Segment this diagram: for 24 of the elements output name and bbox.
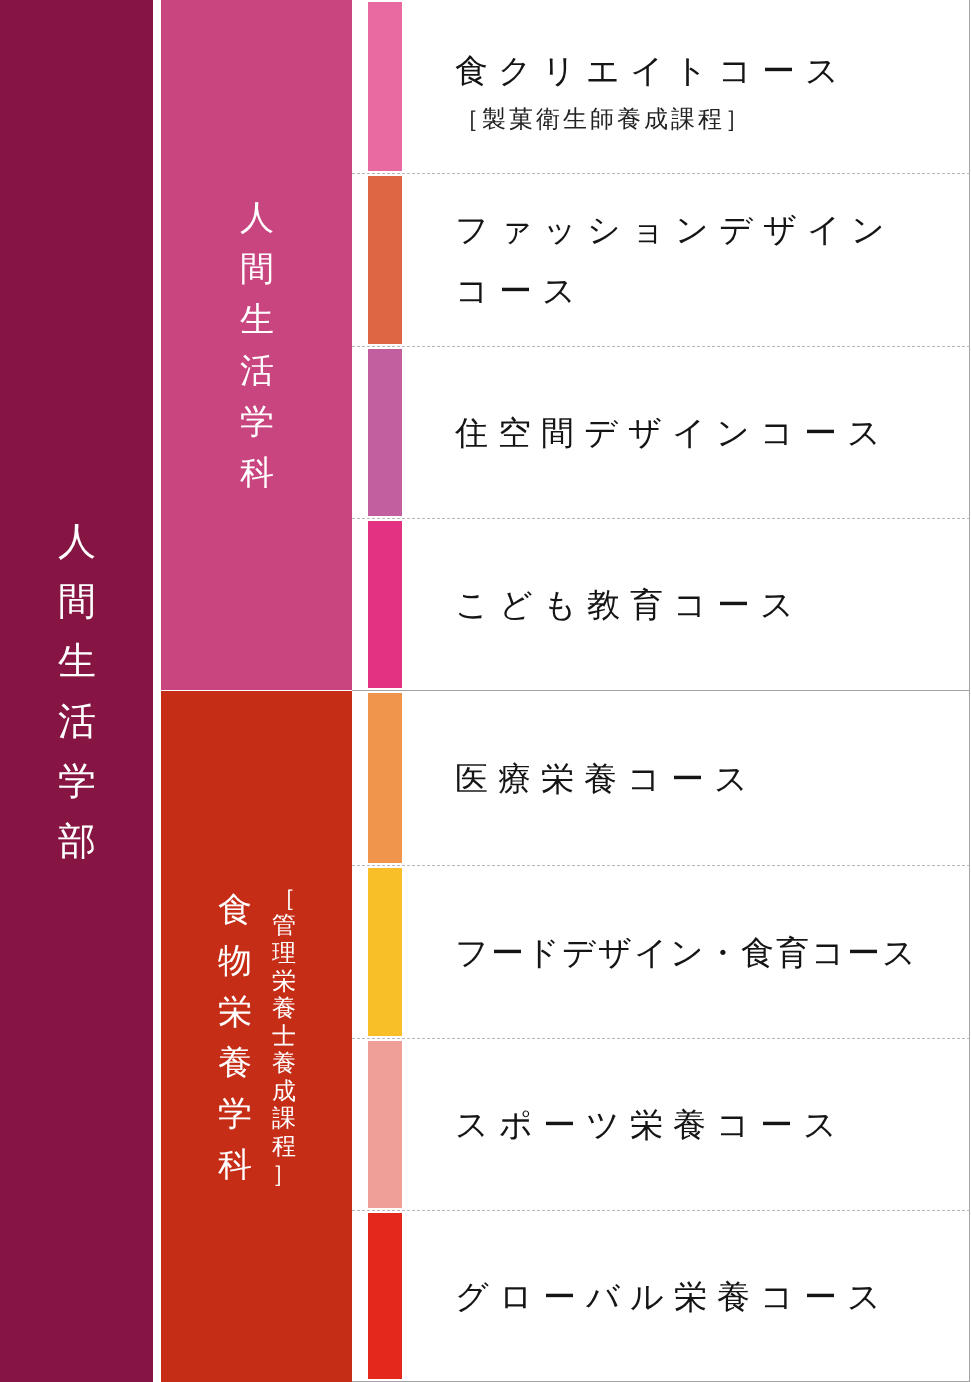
course-name: 住空間デザインコース [455,412,892,454]
course-row [352,174,970,347]
department-name: 人間生活学科 [239,196,274,494]
course-row [352,0,970,174]
course-row [352,519,970,691]
course-name: スポーツ栄養コース [455,1104,848,1146]
course-row [352,347,970,519]
course-row [352,691,970,866]
program-note: ［管理栄養士養成課程］ [271,884,296,1189]
program-note: ［製菓衛生師養成課程］ [455,103,753,134]
course-name: ファッションデザインコース [455,209,896,312]
course-name: フードデザイン・食育コース [455,931,919,974]
course-row [352,1211,970,1382]
course-name: 医療栄養コース [455,757,759,800]
department-band [161,691,352,1382]
faculty-name: 人間生活学部 [57,517,96,866]
department-name: 食物栄養学科 [217,887,252,1186]
faculty-band [0,0,153,1382]
course-name: グローバル栄養コース [455,1275,892,1318]
course-name: 食クリエイトコース [455,49,850,92]
course-row [352,1039,970,1211]
course-row [352,866,970,1039]
course-name: こども教育コース [455,584,805,626]
department-band [161,0,352,690]
